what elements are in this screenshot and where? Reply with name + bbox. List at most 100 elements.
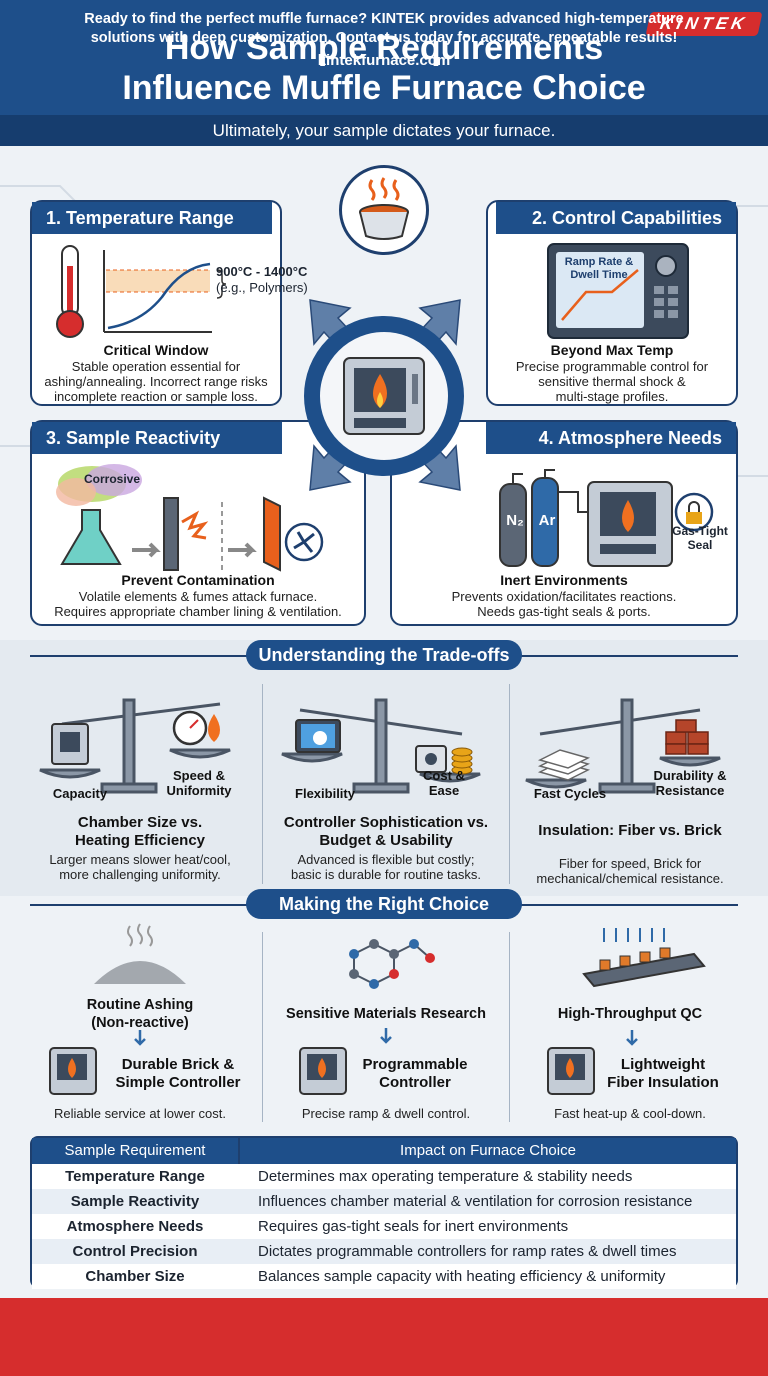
recommendation-line: Simple Controller [115, 1074, 241, 1091]
panel-atmosphere-needs: 4. Atmosphere Needs N₂ Ar Gas-Tight Seal… [390, 420, 738, 626]
seal-line-2: Seal [687, 538, 713, 552]
crucible-badge [339, 165, 429, 255]
footer-cta-text: Ready to find the perfect muffle furnace… [40, 10, 728, 48]
table-header-impact: Impact on Furnace Choice [240, 1138, 736, 1164]
subtitle-line: Insulation: Fiber vs. Brick [538, 822, 722, 839]
footer-website-link[interactable]: kintekfurnace.com [317, 52, 451, 69]
table-row: Chamber Size Balances sample capacity wit… [32, 1264, 736, 1289]
panel-caption: Prevent Contamination [121, 572, 275, 588]
desc-line: Larger means slower heat/cool, [49, 852, 231, 867]
tradeoffs-section: Understanding the Trade-offs Capacity S [0, 640, 768, 896]
desc-line: Advanced is flexible but costly; [297, 852, 475, 867]
desc-line: Fiber for speed, Brick for [558, 856, 702, 871]
tradeoff-right-label: Cost &Ease [404, 768, 484, 798]
seal-line-1: Gas-Tight [672, 524, 728, 538]
table-cell: Influences chamber material & ventilatio… [258, 1193, 693, 1210]
panel-text-line: multi-stage profiles. [555, 389, 669, 404]
panel-sample-reactivity: 3. Sample Reactivity Corrosive Prevent C… [30, 420, 366, 626]
desc-line: mechanical/chemical resistance. [536, 871, 724, 886]
tradeoffs-heading: Understanding the Trade-offs [246, 640, 522, 670]
panel-text-line: Precise programmable control for [515, 359, 709, 374]
panel-text-line: sensitive thermal shock & [538, 374, 686, 389]
label-line: Speed & [172, 768, 225, 783]
tradeoff-left-label: Flexibility [295, 786, 355, 801]
desc-line: more challenging uniformity. [59, 867, 221, 882]
choice-scenario: Sensitive Materials Research [264, 1005, 508, 1023]
argon-label: Ar [538, 512, 556, 529]
panel-text-line: ashing/annealing. Incorrect range risks [44, 374, 268, 389]
choice-description: Precise ramp & dwell control. [301, 1106, 471, 1121]
footer-line: solutions with deep customization. Conta… [90, 30, 678, 46]
nitrogen-label: N₂ [506, 512, 524, 529]
choice-scenario: High-Throughput QC [512, 1005, 748, 1023]
panel-control-capabilities: 2. Control Capabilities Ramp Rate & Dwel… [486, 200, 738, 406]
panel-caption: Beyond Max Temp [550, 342, 674, 358]
footer-banner [0, 1298, 768, 1376]
gas-cylinders-furnace-icon [499, 469, 714, 567]
panel-temperature-range: 1. Temperature Range 900°C - 1400°C (e.g… [30, 200, 308, 406]
table-cell: Balances sample capacity with heating ef… [258, 1268, 666, 1285]
panel-title: 3. Sample Reactivity [32, 422, 282, 454]
recommendation-line: Durable Brick & [121, 1056, 235, 1073]
scenario-line: Sensitive Materials Research [286, 1006, 486, 1022]
choice-heading: Making the Right Choice [246, 889, 522, 919]
page-title: How Sample Requirements Influence Muffle… [0, 28, 768, 108]
corrosion-icon [56, 464, 324, 572]
panel-text-line: Volatile elements & fumes attack furnace… [78, 589, 318, 604]
furnace-icon [343, 357, 425, 435]
panel-text-line: Prevents oxidation/facilitates reactions… [451, 589, 677, 604]
choice-scenario: Routine Ashing(Non-reactive) [20, 996, 260, 1032]
recommendation-line: Fiber Insulation [607, 1074, 719, 1091]
panel-caption: Critical Window [103, 342, 209, 358]
corrosive-label: Corrosive [83, 472, 141, 486]
panel-title: 1. Temperature Range [32, 202, 272, 234]
tradeoff-left-label: Capacity [52, 786, 108, 801]
header-banner [0, 0, 768, 115]
label-line: Cost & [423, 768, 465, 783]
table-cell: Control Precision [72, 1243, 198, 1260]
scenario-line: High-Throughput QC [557, 1006, 703, 1022]
tradeoff-subtitle: Controller Sophistication vs.Budget & Us… [266, 814, 506, 850]
panel-text-line: incomplete reaction or sample loss. [54, 389, 258, 404]
subtitle-line: Budget & Usability [319, 832, 453, 849]
title-line-1: How Sample Requirements [164, 29, 604, 67]
recommendation-line: Lightweight [620, 1056, 706, 1073]
temperature-example: (e.g., Polymers) [216, 280, 308, 295]
controller-screen-label: Ramp Rate & Dwell Time [558, 256, 640, 282]
temperature-graph-icon [56, 245, 227, 338]
tradeoff-description: Larger means slower heat/cool,more chall… [20, 852, 260, 882]
table-cell: Chamber Size [85, 1268, 185, 1285]
subtitle-line: Chamber Size vs. [77, 814, 203, 831]
crucible-icon [359, 177, 409, 240]
choice-description: Fast heat-up & cool-down. [554, 1106, 706, 1121]
table-cell: Determines max operating temperature & s… [258, 1168, 633, 1185]
footer-line: Ready to find the perfect muffle furnace… [84, 11, 684, 27]
tradeoff-right-label: Speed &Uniformity [156, 768, 242, 798]
panel-text-line: Stable operation essential for [71, 359, 241, 374]
panel-title: 2. Control Capabilities [496, 202, 736, 234]
panel-title: 4. Atmosphere Needs [486, 422, 736, 454]
table-header-requirement: Sample Requirement [32, 1138, 238, 1164]
tradeoff-subtitle: Chamber Size vs.Heating Efficiency [20, 814, 260, 850]
recommendation-line: Controller [379, 1074, 451, 1091]
tradeoff-description: Advanced is flexible but costly;basic is… [266, 852, 506, 882]
tradeoff-subtitle: Insulation: Fiber vs. Brick [512, 822, 748, 840]
table-cell: Dictates programmable controllers for ra… [258, 1243, 677, 1260]
label-line: Durability & [653, 768, 727, 783]
requirements-table: Sample Requirement Impact on Furnace Cho… [30, 1136, 738, 1289]
choice-section: Making the Right Choice Routine Ashing(N… [0, 889, 768, 1130]
table-cell: Sample Reactivity [70, 1193, 200, 1210]
scenario-line: Routine Ashing [86, 997, 194, 1013]
central-furnace-ring [304, 316, 464, 476]
desc-line: basic is durable for routine tasks. [290, 867, 482, 882]
choice-recommendation: Durable Brick &Simple Controller [98, 1056, 258, 1092]
gas-tight-seal-label: Gas-Tight Seal [662, 524, 738, 552]
temperature-range-label: 900°C - 1400°C [216, 264, 308, 279]
screen-line-1: Ramp Rate & [564, 256, 634, 268]
controller-panel-icon [547, 243, 689, 339]
